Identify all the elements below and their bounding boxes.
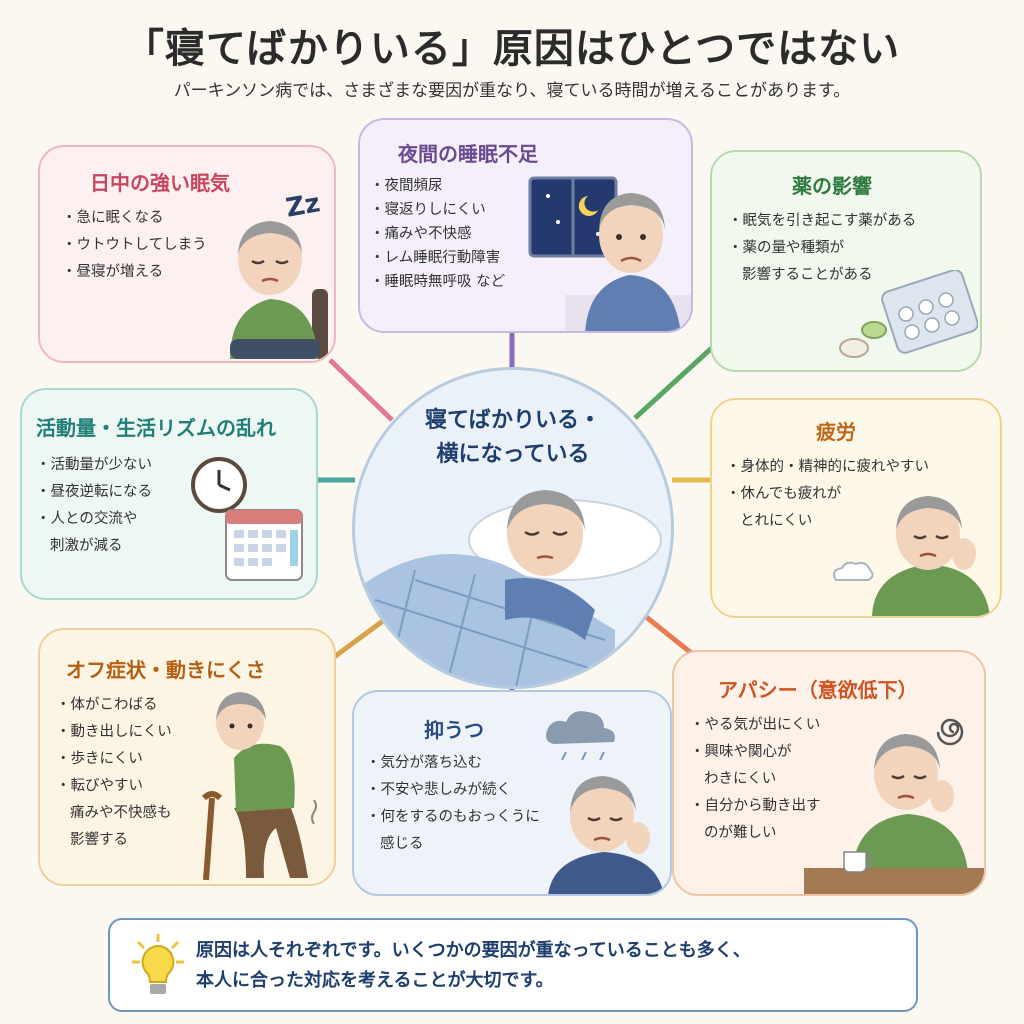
card-title: 疲労 — [816, 420, 856, 444]
list-item: 痛みや不快感 — [370, 222, 505, 246]
coffee-table-icon — [804, 851, 984, 894]
list-item: 昼夜逆転になる — [36, 479, 153, 506]
card-list: 気分が落ち込む 不安や悲しみが続く 何をするのもおっくうに 感じる — [366, 750, 540, 858]
list-item: 急に眠くなる — [62, 205, 207, 232]
summary-text: 原因は人それぞれです。いくつかの要因が重なっていることも多く、 本人に合った対応… — [196, 940, 751, 991]
connector-daytime — [328, 358, 394, 422]
list-item: 何をするのもおっくうに — [366, 804, 540, 831]
page-subtitle: パーキンソン病では、さまざまな要因が重なり、寝ている時間が増えることがあります。 — [173, 81, 851, 101]
swirl-icon — [936, 718, 964, 746]
list-item: 気分が落ち込む — [366, 750, 540, 777]
list-item: 夜間頻尿 — [370, 174, 505, 198]
card-daytime-sleepiness: 日中の強い眠気 急に眠くなる ウトウトしてしまう 昼寝が増える Zz — [38, 145, 336, 363]
card-depression: 抑うつ 気分が落ち込む 不安や悲しみが続く 何をするのもおっくうに 感じる — [352, 690, 672, 896]
card-title: アパシー（意欲低下） — [718, 678, 918, 702]
list-item: レム睡眠行動障害 — [370, 246, 505, 270]
list-item: 影響することがある — [742, 267, 873, 283]
list-item: 自分から動き出す — [690, 793, 821, 820]
sad-man-icon — [548, 776, 664, 894]
list-item: 薬の量や種類が — [728, 235, 916, 262]
list-item: 身体的・精神的に疲れやすい — [726, 454, 930, 481]
clock-icon — [191, 457, 247, 513]
list-item: 転びやすい — [56, 773, 172, 800]
sleeping-man-icon — [355, 490, 662, 686]
list-item: わきにくい — [704, 771, 777, 787]
sigh-puff-icon — [833, 561, 874, 581]
list-item: 寝返りしにくい — [370, 198, 505, 222]
card-list: 急に眠くなる ウトウトしてしまう 昼寝が増える — [62, 205, 207, 286]
lightbulb-icon — [132, 934, 184, 994]
card-list: やる気が出にくい 興味や関心が わきにくい 自分から動き出す のが難しい — [690, 712, 821, 847]
card-title: オフ症状・動きにくさ — [66, 658, 266, 682]
connector-medicine — [633, 343, 717, 420]
list-item: 影響する — [70, 832, 128, 848]
list-item: 歩きにくい — [56, 746, 172, 773]
card-list: 活動量が少ない 昼夜逆転になる 人との交流や 刺激が減る — [36, 452, 152, 560]
list-item: 人との交流や — [36, 506, 152, 533]
card-title: 薬の影響 — [792, 174, 872, 198]
list-item: やる気が出にくい — [690, 712, 821, 739]
list-item: 痛みや不快感も — [70, 805, 172, 821]
tired-man-icon — [872, 496, 990, 616]
list-item: 体がこわばる — [56, 692, 172, 719]
card-list: 身体的・精神的に疲れやすい 休んでも疲れが とれにくい — [726, 454, 929, 535]
summary-box: 原因は人それぞれです。いくつかの要因が重なっていることも多く、 本人に合った対応… — [108, 918, 918, 1012]
card-off-symptoms: オフ症状・動きにくさ 体がこわばる 動き出しにくい 歩きにくい 転びやすい 痛み… — [38, 628, 336, 886]
card-title: 日中の強い眠気 — [90, 171, 230, 195]
raincloud-icon — [546, 711, 615, 761]
list-item: 感じる — [380, 836, 424, 852]
pills-icon — [839, 270, 978, 358]
card-activity-rhythm: 活動量・生活リズムの乱れ 活動量が少ない 昼夜逆転になる 人との交流や 刺激が減… — [20, 388, 318, 600]
apathy-man-icon — [852, 734, 968, 872]
card-title: 活動量・生活リズムの乱れ — [36, 416, 276, 440]
card-night-sleep: 夜間の睡眠不足 夜間頻尿 寝返りしにくい 痛みや不快感 レム睡眠行動障害 睡眠時… — [358, 118, 693, 333]
card-list: 夜間頻尿 寝返りしにくい 痛みや不快感 レム睡眠行動障害 睡眠時無呼吸 など — [370, 174, 506, 294]
cane-man-icon — [201, 692, 317, 881]
list-item: 不安や悲しみが続く — [366, 777, 540, 804]
center-title: 寝てばかりいる・ 横になっている — [424, 408, 601, 467]
card-list: 眠気を引き起こす薬がある 薬の量や種類が 影響することがある — [728, 208, 916, 289]
list-item: 休んでも疲れが — [726, 481, 929, 508]
calendar-icon — [225, 509, 303, 581]
list-item: 眠気を引き起こす薬がある — [728, 208, 917, 235]
sad-man-in-bed-icon — [565, 193, 691, 331]
card-medicine: 薬の影響 眠気を引き起こす薬がある 薬の量や種類が 影響することがある — [710, 150, 982, 372]
center-circle: 寝てばかりいる・ 横になっている — [352, 367, 674, 689]
list-item: 昼寝が増える — [62, 259, 207, 286]
list-item: 動き出しにくい — [56, 719, 172, 746]
list-item: 活動量が少ない — [36, 452, 153, 479]
card-fatigue: 疲労 身体的・精神的に疲れやすい 休んでも疲れが とれにくい — [710, 398, 1002, 618]
list-item: 興味や関心が — [690, 739, 821, 766]
sleepy-man-icon — [230, 221, 328, 359]
list-item: 睡眠時無呼吸 など — [370, 270, 506, 294]
card-apathy: アパシー（意欲低下） やる気が出にくい 興味や関心が わきにくい 自分から動き出… — [672, 650, 986, 896]
list-item: 刺激が減る — [50, 538, 123, 554]
page-title: 「寝てばかりいる」原因はひとつではない — [123, 26, 901, 72]
list-item: のが難しい — [704, 825, 777, 841]
list-item: とれにくい — [740, 513, 813, 529]
list-item: ウトウトしてしまう — [62, 232, 207, 259]
card-title: 抑うつ — [424, 718, 484, 742]
card-list: 体がこわばる 動き出しにくい 歩きにくい 転びやすい 痛みや不快感も 影響する — [56, 692, 172, 854]
card-title: 夜間の睡眠不足 — [398, 142, 538, 166]
